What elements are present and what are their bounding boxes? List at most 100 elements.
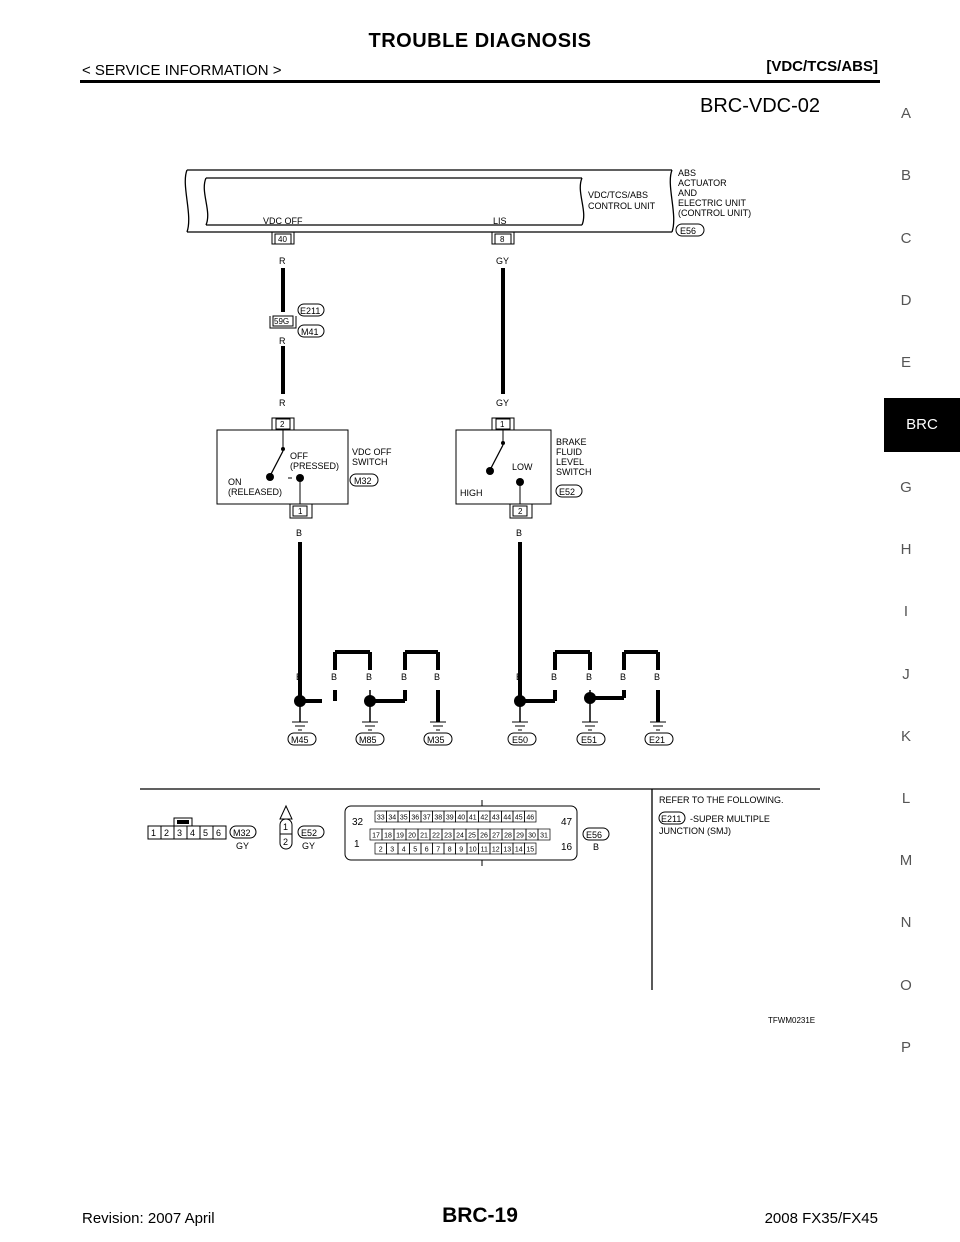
pin-number: 32 [352,817,364,828]
switch-pin: 2 [280,420,285,429]
wire-color-label: B [620,672,626,682]
pin-number: 37 [423,815,431,822]
switch-label: VDC OFF [352,447,392,457]
connector-label: E56 [586,830,602,840]
junction-connector: M41 [301,327,319,337]
pin-number: 24 [456,833,464,840]
pin-number: 36 [411,815,419,822]
connector-color: GY [236,841,249,851]
footer-page-number: BRC-19 [442,1204,518,1227]
ground-label: E51 [581,735,597,745]
side-index-item[interactable]: G [900,479,912,496]
wire-color-label: B [516,672,522,682]
pin-number: 2 [164,828,169,838]
pin-name: LIS [493,216,507,226]
pin-number: 1 [354,839,360,850]
wire-color-label: B [516,528,522,538]
pin-number: 27 [492,833,500,840]
side-index-item[interactable]: J [902,666,910,683]
control-unit-outer-label: ELECTRIC UNIT [678,198,747,208]
pin-number: 28 [504,833,512,840]
pin-number: 22 [432,833,440,840]
footer-revision: Revision: 2007 April [82,1210,215,1227]
wire-color-label: R [279,256,286,266]
pin-number: 30 [528,833,536,840]
refer-connector: E211 [661,814,681,824]
pin-number: 40 [278,235,287,244]
pin-number: 4 [190,828,195,838]
side-index-item[interactable]: P [900,1039,911,1056]
side-index-item-active[interactable]: BRC [884,398,960,452]
side-index-item[interactable]: H [900,541,912,558]
switch-state-label: HIGH [460,488,483,498]
side-index-item[interactable]: K [900,728,911,745]
brake-fluid-level-switch: 1 LOW HIGH 2 BRAKE FLUID LEVEL SWITCH E5… [455,417,592,519]
junction-pin: 59G [274,317,289,326]
pin-number: 33 [377,815,385,822]
wire-color-label: B [296,672,302,682]
switch-state-label: LOW [512,462,533,472]
side-index-item[interactable]: C [900,230,912,247]
side-index-item[interactable]: D [900,292,912,309]
pin-number: 2 [283,837,288,847]
connector-color: GY [302,841,315,851]
pin-number: 11 [481,847,488,854]
wire-color-label: R [279,398,286,408]
pin-number: 21 [420,833,428,840]
pin-number: 17 [372,833,380,840]
switch-label: FLUID [556,447,583,457]
pin-number: 38 [434,815,442,822]
pin-number: 8 [448,847,452,854]
pin-number: 12 [492,847,500,854]
pin-number: 1 [151,828,156,838]
pin-number: 6 [425,847,429,854]
section-label: < SERVICE INFORMATION > [82,62,282,79]
junction-connector: E211 [300,306,320,316]
pin-number: 25 [468,833,476,840]
pin-number: 14 [515,847,523,854]
side-index-item[interactable]: L [901,790,911,807]
side-index-item[interactable]: E [900,354,911,371]
pin-cell [537,828,551,841]
switch-connector: M32 [354,476,372,486]
switch-pin: 1 [500,420,505,429]
diagram-id: BRC-VDC-02 [700,95,820,117]
pin-number: 19 [396,833,404,840]
control-unit-inner-label: VDC/TCS/ABS [588,190,648,200]
pin-number: 6 [216,828,221,838]
ground-label: M45 [291,735,309,745]
system-label: [VDC/TCS/ABS] [766,58,878,75]
pin-number: 8 [500,235,505,244]
pin-number: 4 [402,847,406,854]
side-index-item[interactable]: N [900,914,912,931]
pin-name: VDC OFF [263,216,303,226]
switch-label: BRAKE [556,437,587,447]
pin-number: 2 [379,847,383,854]
side-index-item[interactable]: A [900,105,911,122]
side-index-item[interactable]: O [900,977,912,994]
pin-number: 3 [177,828,182,838]
pin-cell [524,842,537,855]
control-unit-inner-label: CONTROL UNIT [588,201,656,211]
page-title: TROUBLE DIAGNOSIS [368,30,592,52]
ground-label: E50 [512,735,528,745]
pin-number: 9 [459,847,463,854]
control-unit-outer-label: ABS [678,168,696,178]
switch-state-label: (PRESSED) [290,461,339,471]
switch-state-label: (RELEASED) [228,487,282,497]
pin-number: 44 [503,815,511,822]
wire-color-label: B [654,672,660,682]
wire-color-label: B [401,672,407,682]
ground-label: E21 [649,735,665,745]
wire-color-label: B [296,528,302,538]
side-index-item[interactable]: I [903,603,909,620]
pin-number: 13 [503,847,511,854]
switch-pin: 2 [518,507,523,516]
switch-pin: 1 [298,507,303,516]
pin-number: 3 [390,847,394,854]
switch-state-label: OFF [290,451,308,461]
side-index-item[interactable]: M [899,852,913,869]
side-index-item[interactable]: B [900,167,911,184]
switch-label: SWITCH [556,467,592,477]
